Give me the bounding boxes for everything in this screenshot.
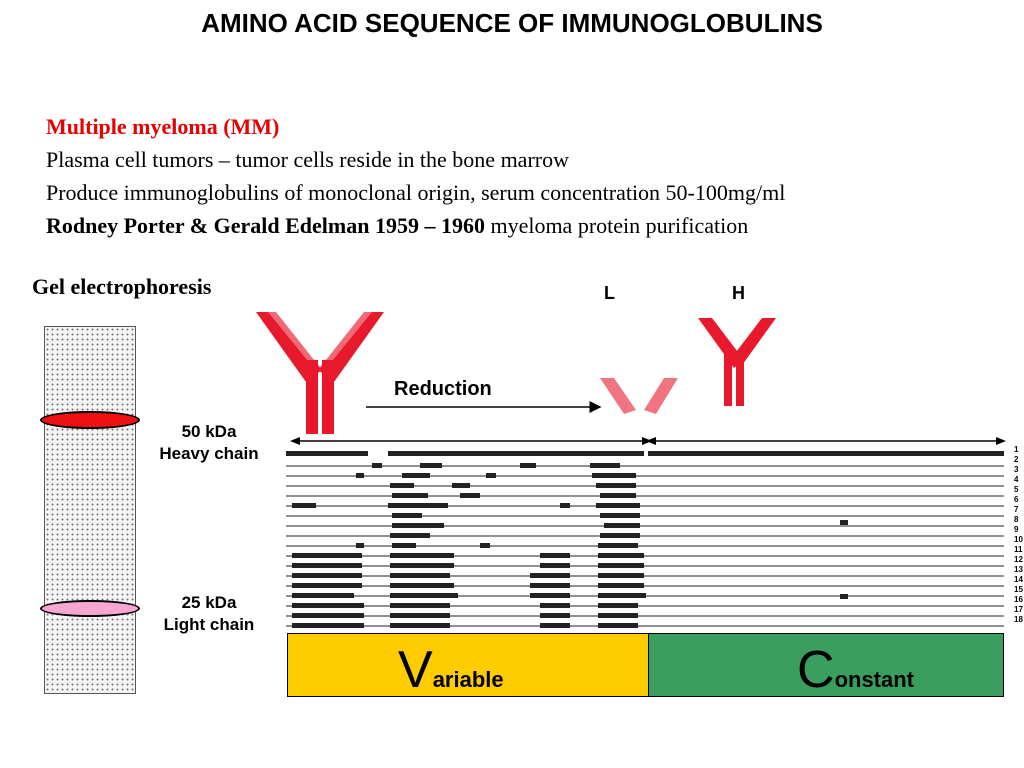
variable-rest: ariable [432, 667, 504, 692]
sequence-header [286, 451, 1004, 456]
bullet-immunoglobulins: Produce immunoglobulins of monoclonal or… [46, 180, 786, 205]
row-number: 12 [1014, 555, 1023, 564]
row-number: 18 [1014, 615, 1023, 624]
heavy-chain-name: Heavy chain [159, 444, 259, 463]
row-number: 16 [1014, 595, 1023, 604]
variable-residue-marks [292, 463, 646, 628]
row-number: 15 [1014, 585, 1023, 594]
row-numbers: 1 2 3 4 5 6 7 8 9 10 11 12 13 14 15 16 1… [1014, 445, 1023, 625]
row-number: 10 [1014, 535, 1023, 544]
purification-text: myeloma protein purification [484, 213, 749, 238]
row-number: 8 [1014, 515, 1019, 524]
light-chain-icon [600, 378, 678, 414]
gel-electrophoresis-title: Gel electrophoresis [32, 274, 212, 299]
constant-initial: C [797, 641, 835, 699]
bullet-porter-edelman: Rodney Porter & Gerald Edelman 1959 – 19… [46, 209, 1016, 242]
row-number: 9 [1014, 525, 1019, 534]
light-chain-kda: 25 kDa [181, 593, 237, 612]
row-number: 11 [1014, 545, 1023, 554]
porter-edelman-bold: Rodney Porter & Gerald Edelman 1959 – 19… [46, 213, 485, 238]
bullet-plasma-cell: Plasma cell tumors – tumor cells reside … [46, 147, 569, 172]
row-number: 6 [1014, 495, 1019, 504]
row-number: 2 [1014, 455, 1019, 464]
row-number: 14 [1014, 575, 1023, 584]
gel-tube [44, 326, 136, 694]
light-chain-letter: L [604, 283, 615, 303]
variable-initial: V [398, 641, 433, 699]
light-chain-label: 25 kDa Light chain [138, 592, 280, 636]
variable-region-label: Variable [398, 644, 504, 696]
row-number: 13 [1014, 565, 1023, 574]
heavy-chain-icon [698, 318, 776, 406]
constant-rest: onstant [834, 667, 915, 692]
constant-region: Constant [648, 633, 1004, 697]
row-number: 5 [1014, 485, 1019, 494]
heavy-chain-kda: 50 kDa [181, 422, 237, 441]
bullet-list: Multiple myeloma (MM) Plasma cell tumors… [46, 110, 1016, 242]
intact-antibody-icon [256, 312, 384, 434]
row-number: 3 [1014, 465, 1019, 474]
constant-region-label: Constant [797, 644, 914, 696]
constant-residue-marks [840, 520, 848, 599]
row-number: 4 [1014, 475, 1019, 484]
light-chain-name: Light chain [163, 615, 255, 634]
bullet-multiple-myeloma: Multiple myeloma (MM) [46, 114, 280, 139]
row-number: 17 [1014, 605, 1023, 614]
heavy-chain-band [40, 411, 140, 429]
heavy-chain-label: 50 kDa Heavy chain [138, 421, 280, 465]
page-title: AMINO ACID SEQUENCE OF IMMUNOGLOBULINS [201, 8, 823, 38]
reduction-label: Reduction [394, 378, 492, 400]
row-number: 7 [1014, 505, 1019, 514]
heavy-chain-letter: H [732, 283, 745, 303]
variable-region: Variable [287, 633, 649, 697]
light-chain-band [40, 600, 140, 617]
row-number: 1 [1014, 445, 1019, 454]
